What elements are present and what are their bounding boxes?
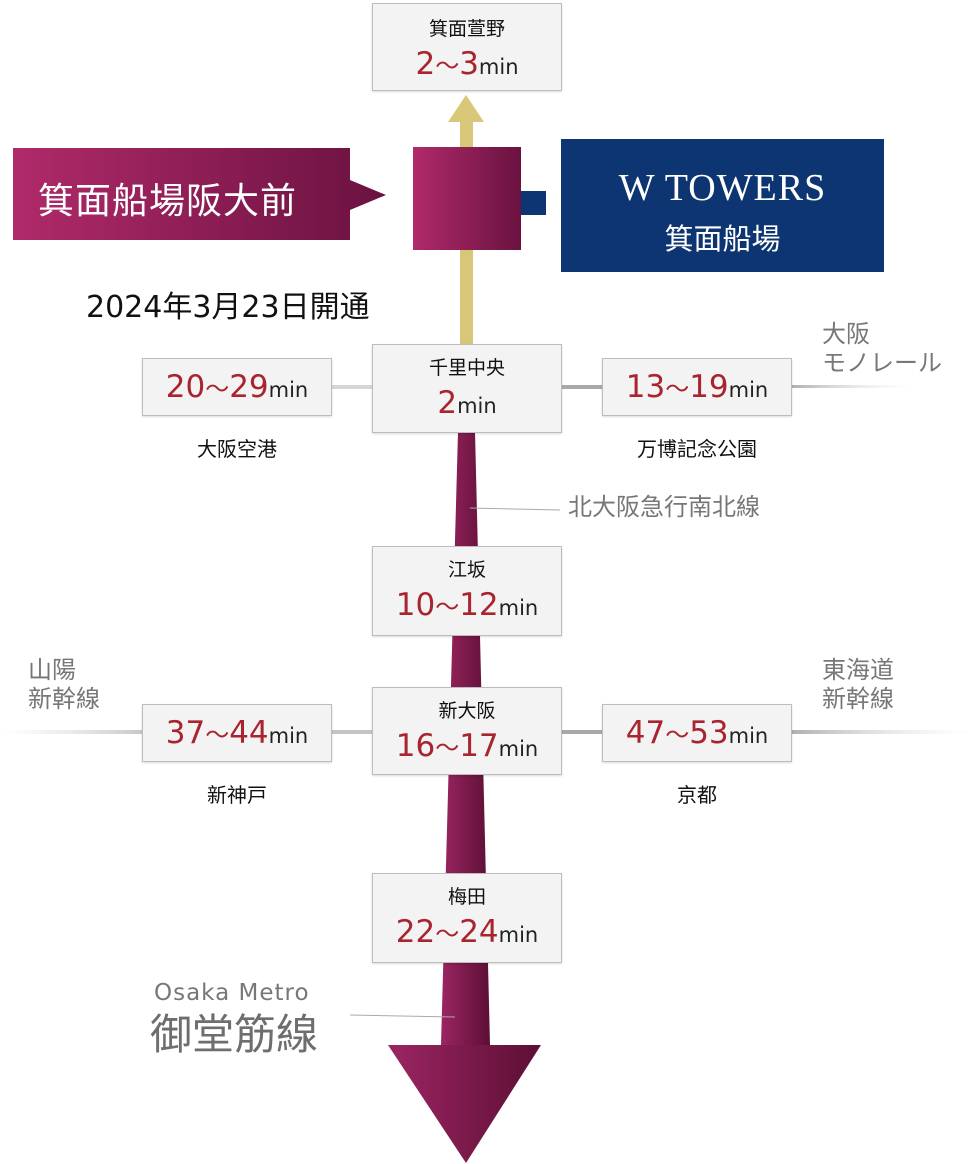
station-label-osaka-airport: 大阪空港	[197, 437, 277, 461]
station-name: 箕面萱野	[428, 18, 505, 40]
travel-time: 22～24min	[395, 914, 539, 950]
station-name: 新大阪	[438, 700, 496, 722]
travel-time: 13～19min	[625, 369, 769, 405]
new-station-block	[413, 147, 521, 250]
station-box-osaka-airport: 20～29min	[142, 358, 332, 416]
tokaido-shinkansen-label: 東海道 新幹線	[822, 656, 894, 713]
metro-operator-label: Osaka Metro	[154, 980, 310, 1006]
monorail-line-tail	[792, 385, 912, 388]
station-label-kyoto: 京都	[677, 783, 717, 807]
station-box-shin-osaka: 新大阪 16～17min	[372, 687, 562, 775]
travel-time: 20～29min	[165, 369, 309, 405]
travel-time: 10～12min	[395, 587, 539, 623]
travel-time: 47～53min	[625, 715, 769, 751]
monorail-line-right	[562, 385, 604, 389]
shinkansen-line-left	[330, 730, 374, 734]
monorail-label: 大阪 モノレール	[822, 320, 942, 377]
travel-time: 2min	[437, 385, 497, 421]
station-box-kyoto: 47～53min	[602, 704, 792, 762]
opening-date: 2024年3月23日開通	[86, 290, 370, 325]
station-box-kayano: 箕面萱野 2～3min	[372, 3, 562, 91]
station-label-expo-park: 万博記念公園	[637, 437, 757, 461]
kitakyu-leader	[469, 507, 561, 511]
station-name: 梅田	[447, 886, 486, 908]
station-banner-shape	[13, 148, 386, 240]
midosuji-line-label: 御堂筋線	[150, 1010, 319, 1059]
midosuji-arrow-head	[388, 1045, 541, 1163]
station-name: 千里中央	[428, 357, 505, 379]
kitakyu-line-label: 北大阪急行南北線	[568, 493, 760, 521]
tower-name-jp: 箕面船場	[664, 222, 781, 256]
station-label-shin-kobe: 新神戸	[207, 783, 267, 807]
station-box-umeda: 梅田 22～24min	[372, 873, 562, 963]
monorail-line-left	[330, 385, 374, 389]
shinkansen-line-left-tail	[0, 730, 142, 734]
travel-time: 16～17min	[395, 728, 539, 764]
station-name: 江坂	[447, 559, 486, 581]
shinkansen-line-right	[562, 730, 604, 734]
tower-box	[561, 139, 884, 272]
travel-time: 2～3min	[415, 46, 519, 82]
shinkansen-line-right-tail	[792, 730, 974, 734]
extension-arrow-head	[448, 95, 484, 122]
metro-leader	[349, 1014, 456, 1018]
station-box-senri-chuo: 千里中央 2min	[372, 344, 562, 433]
station-box-expo-park: 13～19min	[602, 358, 792, 416]
station-box-shin-kobe: 37～44min	[142, 704, 332, 762]
travel-time: 37～44min	[165, 715, 309, 751]
station-box-esaka: 江坂 10～12min	[372, 546, 562, 636]
tower-name-en: W TOWERS	[618, 167, 827, 209]
sanyo-shinkansen-label: 山陽 新幹線	[28, 656, 100, 713]
station-banner-label: 箕面船場阪大前	[38, 181, 298, 222]
tower-connector	[521, 191, 546, 215]
